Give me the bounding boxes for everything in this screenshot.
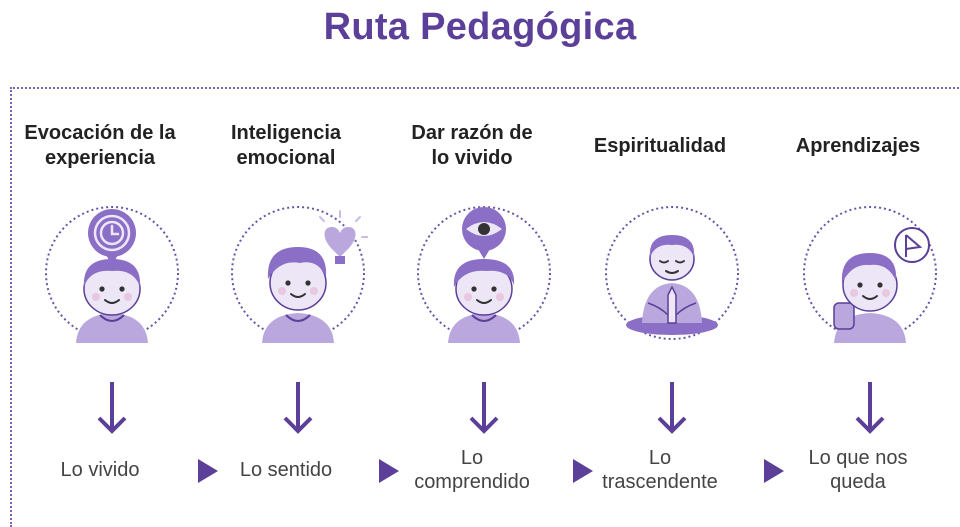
right-triangle-icon	[198, 459, 218, 483]
right-triangle-icon	[379, 459, 399, 483]
step-heading: Espiritualidad	[593, 134, 727, 157]
step-heading: Evocación de la experiencia	[24, 122, 176, 169]
page-title: Ruta Pedagógica	[323, 6, 637, 48]
down-arrow-icon	[283, 382, 313, 434]
meditating-person-icon	[605, 206, 739, 340]
eye-thought-person-icon	[417, 206, 551, 343]
step-result: Lo vivido	[60, 459, 140, 481]
down-arrow-icon	[855, 382, 885, 434]
step-result: Lo comprendido	[414, 447, 530, 493]
step-column-1: Evocación de la experiencia Lo vivido	[10, 0, 190, 518]
step-result: Lo trascendente	[602, 447, 718, 493]
heart-bulb-person-icon	[231, 206, 368, 343]
right-triangle-icon	[764, 459, 784, 483]
step-column-2: Inteligencia emocional Lo sentido	[196, 0, 376, 518]
step-heading: Inteligencia emocional	[230, 122, 342, 169]
dotted-frame	[10, 87, 960, 527]
down-arrow-icon	[97, 382, 127, 434]
step-heading: Dar razón de lo vivido	[411, 122, 533, 169]
step-column-4: Espiritualidad Lo trascendente	[570, 0, 750, 518]
down-arrow-icon	[657, 382, 687, 434]
step-result: Lo sentido	[239, 459, 333, 481]
step-column-5: Aprendizajes Lo que nos queda	[768, 0, 948, 518]
down-arrow-icon	[469, 382, 499, 434]
clock-thought-person-icon	[45, 206, 179, 343]
right-triangle-icon	[573, 459, 593, 483]
step-heading: Aprendizajes	[795, 134, 921, 157]
step-column-3: Dar razón de lo vivido Lo comprendido	[382, 0, 562, 518]
flag-thought-person-icon	[803, 206, 937, 343]
step-result: Lo que nos queda	[808, 447, 908, 493]
